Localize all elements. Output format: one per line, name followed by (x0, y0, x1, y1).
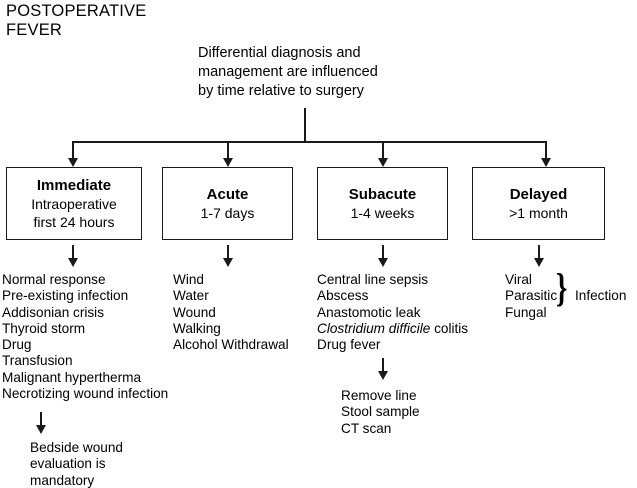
branch-arrow-immediate (68, 158, 78, 167)
stage-box-delayed[interactable]: Delayed >1 month (472, 167, 605, 240)
list-item: Anastomotic leak (317, 304, 421, 320)
action-list-subacute: Remove line Stool sample CT scan (341, 388, 420, 437)
list-item: Water (173, 288, 209, 304)
list-item: Wind (173, 272, 204, 287)
list-item: evaluation is (30, 456, 106, 472)
organism-name-italic: Clostridium difficile (317, 320, 431, 336)
stage-timeframe-subacute: 1-4 weeks (350, 205, 415, 221)
list-item: Drug fever (317, 337, 381, 353)
stage-timeframe-immediate: Intraoperative first 24 hours (31, 196, 117, 230)
list-item: Normal response (2, 272, 106, 287)
list-item: Bedside wound (30, 440, 123, 455)
list-item: Remove line (341, 388, 417, 403)
stage-title-delayed: Delayed (509, 186, 568, 203)
branch-arrow-delayed (541, 158, 551, 167)
list-item: Pre-existing infection (2, 288, 129, 304)
list-item: CT scan (341, 420, 392, 436)
action-arrow-subacute (378, 371, 388, 380)
organism-suffix: colitis (430, 320, 469, 336)
cause-arrow-delayed (534, 258, 544, 267)
list-item: Drug (2, 337, 32, 353)
stage-box-subacute[interactable]: Subacute 1-4 weeks (317, 167, 448, 240)
stage-title-acute: Acute (206, 186, 249, 203)
list-item: mandatory (30, 472, 95, 488)
curly-brace-icon: } (556, 265, 568, 310)
list-item: Fungal (505, 304, 547, 320)
stage-timeframe-delayed: >1 month (509, 205, 568, 221)
list-item: Central line sepsis (317, 272, 429, 287)
cause-drop-line-acute (227, 245, 229, 262)
cause-list-subacute: Central line sepsis Abscess Anastomotic … (317, 272, 468, 353)
stage-timeframe-acute: 1-7 days (200, 205, 255, 221)
cause-list-acute: Wind Water Wound Walking Alcohol Withdra… (173, 272, 289, 353)
list-item-cdiff: Clostridium difficile colitis (317, 321, 468, 337)
list-item: Malignant hypertherma (2, 369, 142, 385)
stage-box-immediate[interactable]: Immediate Intraoperative first 24 hours (6, 167, 142, 240)
branch-arrow-subacute (378, 158, 388, 167)
branch-drop-line-acute (227, 141, 229, 162)
cause-list-immediate: Normal response Pre-existing infection A… (2, 272, 168, 402)
cause-drop-line-immediate (72, 245, 74, 262)
list-item: Wound (173, 304, 216, 320)
list-item: Abscess (317, 288, 369, 304)
branch-drop-line-immediate (72, 141, 74, 162)
list-item: Alcohol Withdrawal (173, 337, 289, 353)
list-item: Thyroid storm (2, 320, 86, 336)
root-stem-line (304, 108, 306, 143)
stage-box-acute[interactable]: Acute 1-7 days (162, 167, 293, 240)
branch-drop-line-subacute (382, 141, 384, 162)
list-item: Transfusion (2, 353, 73, 369)
list-item: Walking (173, 320, 221, 336)
action-drop-line-immediate (40, 412, 42, 429)
cause-arrow-immediate (68, 258, 78, 267)
list-item: Addisonian crisis (2, 304, 104, 320)
cause-drop-line-delayed (538, 245, 540, 262)
infection-group-label: Infection (575, 288, 627, 303)
stage-title-immediate: Immediate (36, 177, 112, 194)
branch-arrow-acute (223, 158, 233, 167)
action-drop-line-subacute (382, 358, 384, 375)
action-list-immediate: Bedside wound evaluation is mandatory (30, 440, 123, 488)
list-item: Viral (505, 272, 532, 287)
page-title: POSTOPERATIVE FEVER (6, 2, 147, 39)
root-statement: Differential diagnosis and management ar… (198, 45, 378, 99)
cause-drop-line-subacute (382, 245, 384, 262)
cause-list-delayed: Viral Parasitic Fungal (505, 272, 557, 321)
list-item: Necrotizing wound infection (2, 386, 169, 402)
list-item: Stool sample (341, 404, 420, 420)
distribution-bus-line (72, 141, 547, 143)
action-arrow-immediate (36, 425, 46, 434)
stage-title-subacute: Subacute (348, 186, 417, 203)
list-item: Parasitic (505, 288, 558, 304)
branch-drop-line-delayed (545, 141, 547, 162)
cause-arrow-acute (223, 258, 233, 267)
cause-arrow-subacute (378, 258, 388, 267)
